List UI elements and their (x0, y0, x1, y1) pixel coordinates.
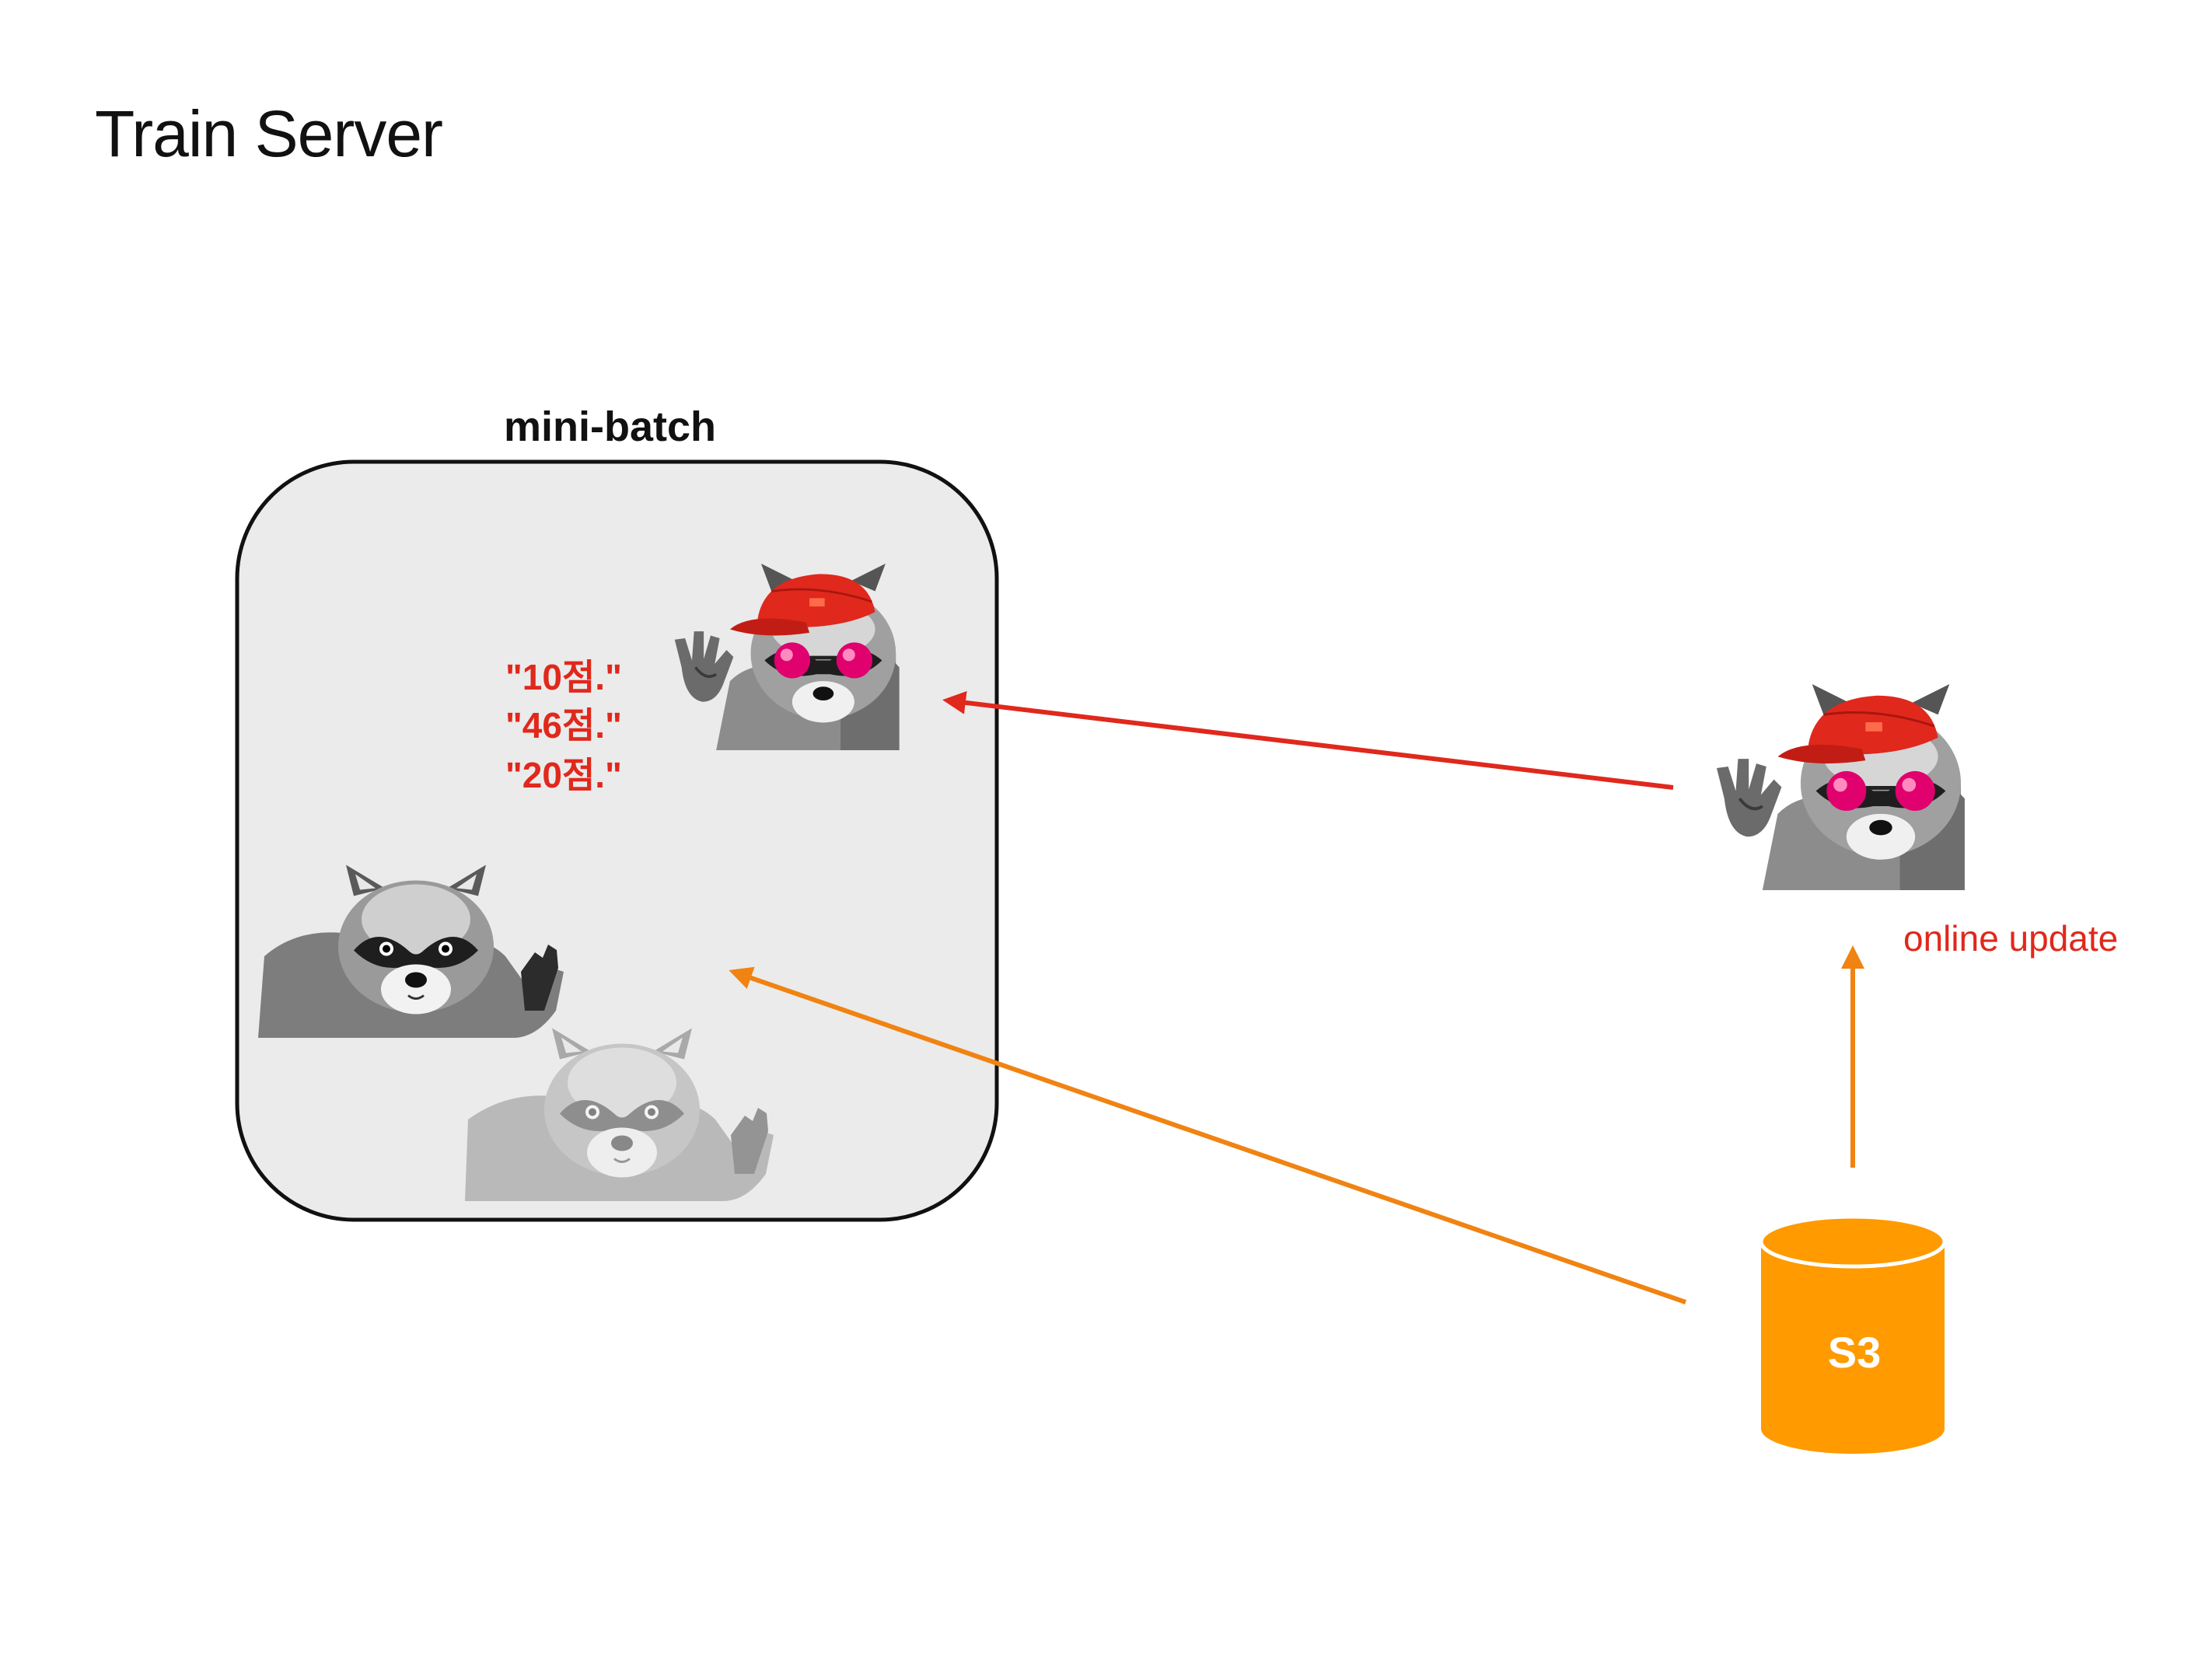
model-raccoon-icon (1717, 684, 1965, 890)
score-text: "10점." (505, 657, 622, 697)
data-raccoon-icon (258, 863, 564, 1038)
model-to-batch-arrow (942, 690, 1674, 790)
mini-batch-title: mini-batch (504, 403, 717, 450)
page-title: Train Server (95, 97, 443, 170)
online-update-label: online update (1903, 918, 2119, 959)
s3-database-icon (1759, 1214, 1947, 1454)
data-raccoon-faded-icon (465, 1026, 774, 1201)
s3-label: S3 (1827, 1328, 1882, 1377)
s3-to-batch-arrow (729, 966, 1686, 1304)
score-text: "20점." (505, 755, 622, 795)
score-text: "46점." (505, 705, 622, 746)
